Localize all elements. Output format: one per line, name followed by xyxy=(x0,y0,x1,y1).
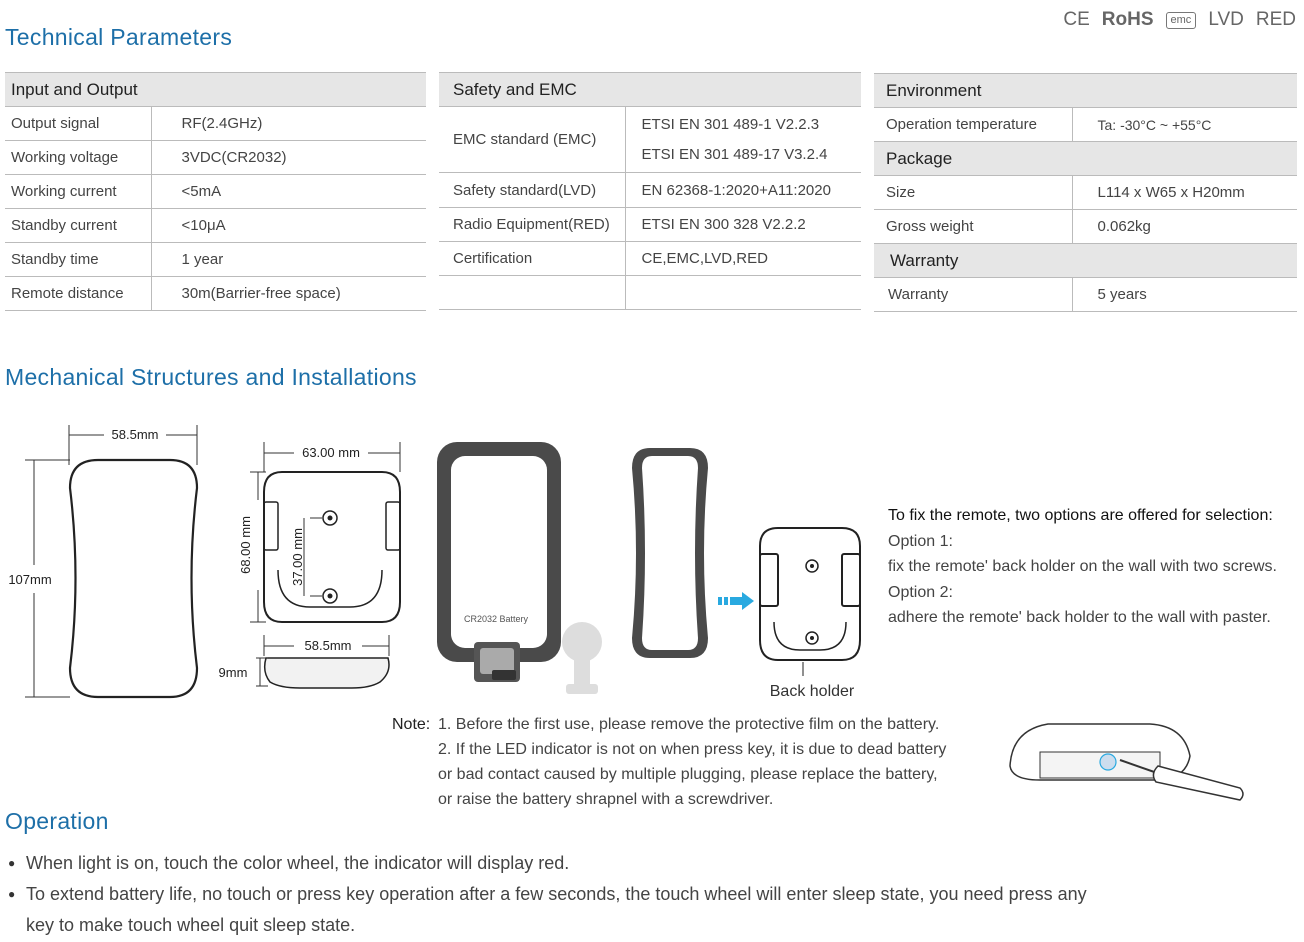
row-label: Radio Equipment(RED) xyxy=(439,207,625,242)
table-header: Package xyxy=(874,141,1297,176)
option2-text: adhere the remote' back holder to the wa… xyxy=(888,609,1271,626)
option2-title: Option 2: xyxy=(888,583,953,601)
fix-options: To fix the remote, two options are offer… xyxy=(888,503,1277,631)
remote-battery-illustration: CR2032 Battery xyxy=(437,442,602,694)
safety-emc-table: Safety and EMC EMC standard (EMC) ETSI E… xyxy=(439,72,861,310)
lvd-mark: LVD xyxy=(1208,9,1244,30)
fix-options-lead: To fix the remote, two options are offer… xyxy=(888,507,1273,524)
table-row xyxy=(439,275,861,310)
list-item: To extend battery life, no touch or pres… xyxy=(8,879,1098,941)
row-label: Working voltage xyxy=(5,140,151,175)
back-holder-illustration xyxy=(759,527,861,676)
row-value: RF(2.4GHz) xyxy=(150,106,426,141)
hole-spacing-label: 37.00 mm xyxy=(290,528,305,586)
row-value: <10μA xyxy=(150,208,426,243)
table-header: Environment xyxy=(874,73,1297,108)
remote-profile-illustration xyxy=(632,448,708,658)
row-value: 1 year xyxy=(150,242,426,277)
side-thickness-label: 9mm xyxy=(219,665,248,680)
row-value: L114 x W65 x H20mm xyxy=(1071,175,1297,210)
note-label: Note: xyxy=(392,716,431,733)
battery-label: CR2032 Battery xyxy=(464,614,529,624)
note-line: 1. Before the first use, please remove t… xyxy=(438,716,940,733)
list-item: When light is on, touch the color wheel,… xyxy=(8,848,1098,879)
back-holder-label: Back holder xyxy=(770,683,855,700)
row-label: Standby time xyxy=(5,242,151,277)
row-value: 30m(Barrier-free space) xyxy=(150,276,426,311)
emc-standard-1: ETSI EN 301 489-1 V2.2.3 xyxy=(641,115,820,133)
row-label: Standby current xyxy=(5,208,151,243)
table-row: Standby current<10μA xyxy=(5,208,426,243)
row-label: Output signal xyxy=(5,106,151,141)
row-label: Size xyxy=(874,175,1072,210)
side-width-label: 58.5mm xyxy=(305,638,352,653)
back-holder-drawing: 63.00 mm 68.00 mm 37.00 mm xyxy=(238,442,401,623)
row-value: 5 years xyxy=(1071,277,1297,312)
ce-mark: CE xyxy=(1063,9,1090,30)
red-mark: RED xyxy=(1255,9,1296,30)
note-line: or raise the battery shrapnel with a scr… xyxy=(438,791,774,808)
table-row: Radio Equipment(RED)ETSI EN 300 328 V2.2… xyxy=(439,207,861,242)
insert-arrow-icon xyxy=(718,592,754,610)
row-label: Warranty xyxy=(874,277,1072,312)
certification-marks: CE RoHS emc LVD RED xyxy=(1063,9,1296,31)
row-label: Gross weight xyxy=(874,209,1072,244)
technical-parameters-title: Technical Parameters xyxy=(5,24,233,50)
side-view-drawing: 58.5mm 9mm xyxy=(219,635,390,689)
option1-title: Option 1: xyxy=(888,532,953,550)
note-line: 2. If the LED indicator is not on when p… xyxy=(438,741,947,758)
holder-width-label: 63.00 mm xyxy=(302,445,360,460)
front-height-label: 107mm xyxy=(8,572,51,587)
emc-mark: emc xyxy=(1165,11,1197,29)
screwdriver-illustration xyxy=(1009,723,1244,801)
row-value: Ta: -30°C ~ +55°C xyxy=(1071,107,1297,142)
note-list: 1. Before the first use, please remove t… xyxy=(438,712,946,812)
table-header: Warranty xyxy=(874,243,1297,278)
front-width-label: 58.5mm xyxy=(112,427,159,442)
operation-title: Operation xyxy=(5,808,109,834)
table-header: Safety and EMC xyxy=(439,72,861,107)
row-label: Certification xyxy=(439,241,625,276)
holder-height-label: 68.00 mm xyxy=(238,516,253,574)
mechanical-title: Mechanical Structures and Installations xyxy=(5,364,417,390)
option1-text: fix the remote' back holder on the wall … xyxy=(888,558,1277,575)
emc-standard-2: ETSI EN 301 489-17 V3.2.4 xyxy=(641,145,828,163)
note-line: or bad contact caused by multiple pluggi… xyxy=(438,766,938,783)
row-label: EMC standard (EMC) xyxy=(439,106,625,173)
row-value: ETSI EN 301 489-1 V2.2.3 ETSI EN 301 489… xyxy=(624,106,861,173)
front-view-drawing: 58.5mm 107mm xyxy=(8,425,199,699)
row-value: EN 62368-1:2020+A11:2020 xyxy=(624,172,861,208)
row-label: Working current xyxy=(5,174,151,209)
row-label: Operation temperature xyxy=(874,107,1072,142)
row-value: 0.062kg xyxy=(1071,209,1297,244)
rohs-mark: RoHS xyxy=(1101,9,1154,30)
row-value: <5mA xyxy=(150,174,426,209)
table-row: Safety standard(LVD)EN 62368-1:2020+A11:… xyxy=(439,172,861,208)
row-label: Safety standard(LVD) xyxy=(439,172,625,208)
mechanical-drawings: 58.5mm 107mm 63.00 mm 68.00 mm 37.00 mm xyxy=(8,425,861,700)
table-row: EMC standard (EMC) ETSI EN 301 489-1 V2.… xyxy=(439,106,861,173)
operation-list: When light is on, touch the color wheel,… xyxy=(8,848,1098,941)
table-header: Input and Output xyxy=(5,72,426,107)
row-value: CE,EMC,LVD,RED xyxy=(624,241,861,276)
row-value: ETSI EN 300 328 V2.2.2 xyxy=(624,207,861,242)
table-row: Working current<5mA xyxy=(5,174,426,209)
row-value: 3VDC(CR2032) xyxy=(150,140,426,175)
row-label: Remote distance xyxy=(5,276,151,311)
